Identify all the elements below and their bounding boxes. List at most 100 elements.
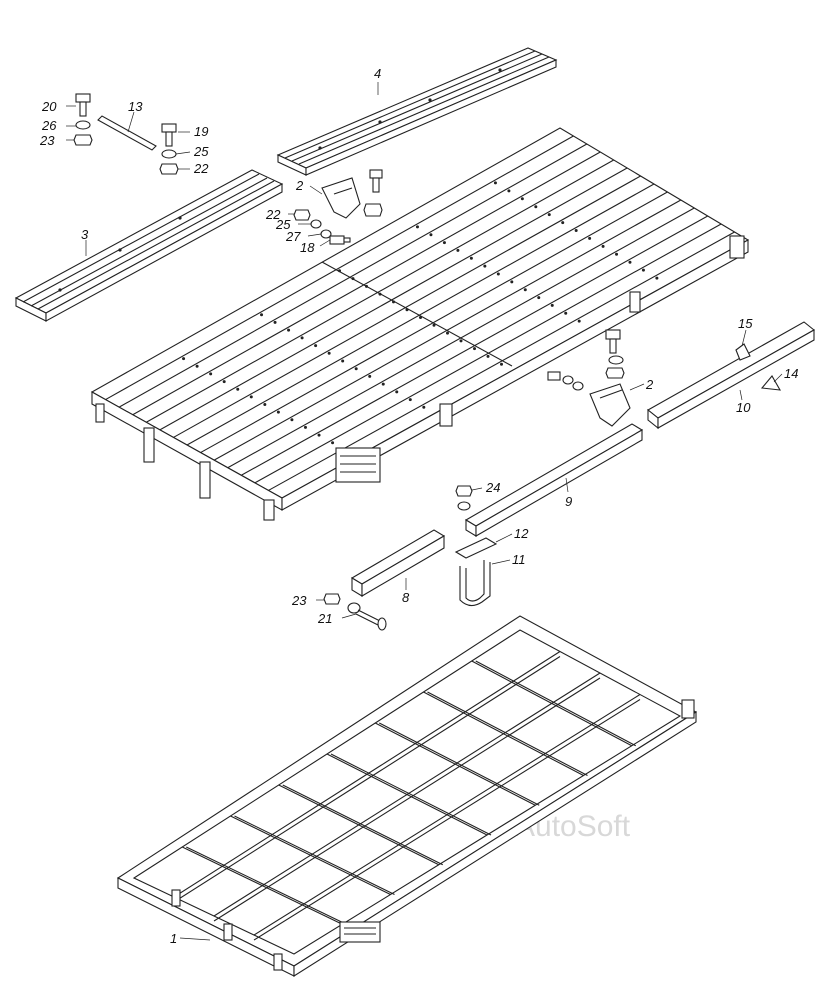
callout-labels: 20 26 23 13 19 25 22 4 2 22 25 27 18 3 1…	[39, 66, 798, 946]
bolt-hole	[317, 433, 321, 437]
bolt-hole	[601, 244, 605, 248]
bolt-hole	[327, 351, 331, 355]
bolt-hole	[300, 336, 304, 340]
bolt-hole	[483, 264, 487, 268]
drawing-line	[471, 660, 633, 747]
callout-25-mid: 25	[275, 217, 291, 232]
drawing-line	[200, 191, 668, 454]
drawing-line	[132, 151, 601, 416]
drawing-line	[186, 183, 655, 446]
callout-14: 14	[784, 366, 798, 381]
bolt-hole	[520, 197, 524, 201]
bolt-hole	[577, 319, 581, 323]
washer-25-mid	[310, 219, 322, 229]
callout-4: 4	[374, 66, 381, 81]
drawing-line	[475, 660, 637, 747]
callout-12: 12	[514, 526, 529, 541]
callout-18: 18	[300, 240, 315, 255]
callout-1: 1	[170, 931, 177, 946]
drawing-line	[374, 722, 536, 806]
callout-22-top: 22	[193, 161, 209, 176]
drawing-line	[330, 753, 492, 836]
callout-23-lower: 23	[291, 593, 307, 608]
bolt-hole	[314, 344, 318, 348]
drawing-line	[378, 722, 540, 806]
bolt-hole	[381, 382, 385, 386]
bolt-hole	[276, 410, 280, 414]
drawing-line	[427, 691, 588, 776]
floor-board-section-3	[14, 169, 284, 322]
bolt-hole	[537, 296, 541, 300]
drawing-line	[173, 656, 561, 903]
callout-8: 8	[402, 590, 410, 605]
washer-25-top	[161, 149, 177, 159]
bolt-18	[329, 235, 351, 245]
washer-26	[75, 120, 91, 130]
bolt-hole	[473, 347, 476, 351]
bolt-hole	[588, 236, 592, 240]
drawing-line	[423, 691, 584, 776]
callout-21: 21	[317, 611, 332, 626]
callout-22-mid: 22	[265, 207, 281, 222]
bolt-hole	[486, 354, 490, 358]
bolt-hole	[574, 229, 578, 232]
bolt-19	[161, 123, 177, 147]
drawing-line	[326, 753, 488, 836]
bolt-hole	[287, 328, 291, 332]
bolt-hole	[395, 390, 399, 394]
drawing-line	[173, 175, 641, 438]
drawing-line	[186, 846, 347, 925]
bolt-hole	[432, 323, 436, 327]
nut-22-top	[159, 163, 179, 175]
nut-23-lower	[323, 593, 341, 605]
bolt-hole	[263, 403, 267, 406]
plate-12	[454, 537, 498, 559]
bolt-hole	[303, 425, 307, 429]
bolt-hole	[429, 233, 433, 237]
bolt-hole	[368, 374, 372, 378]
leader-lines	[66, 82, 783, 941]
bolt-hole	[331, 441, 335, 445]
bolt-hole	[534, 205, 538, 209]
callout-23-top: 23	[39, 133, 55, 148]
bolt-hole	[550, 303, 554, 307]
callout-24: 24	[485, 480, 500, 495]
bolt-hole	[446, 331, 449, 335]
bolt-hole	[222, 380, 226, 384]
bolt-hole	[260, 313, 264, 317]
callout-15: 15	[738, 316, 753, 331]
callout-26: 26	[41, 118, 57, 133]
drawing-line	[234, 815, 395, 895]
bolt-hole	[510, 280, 514, 284]
drawing-line	[105, 135, 574, 401]
u-bolt-11	[459, 560, 491, 607]
bracket-15	[735, 343, 751, 361]
bolt-hole	[655, 276, 659, 280]
bracket-2-upper	[321, 169, 383, 219]
bolt-hole	[493, 181, 497, 185]
bolt-hole	[547, 213, 551, 217]
bolt-hole	[615, 252, 619, 256]
drawing-line	[146, 159, 614, 423]
bolt-hole	[641, 268, 645, 272]
bolt-21	[347, 602, 387, 631]
block-8	[350, 529, 446, 597]
bolt-hole	[249, 395, 253, 399]
bolt-hole	[195, 364, 199, 368]
nut-24	[455, 485, 473, 511]
bracket-14	[760, 375, 782, 391]
bolt-hole	[456, 248, 460, 252]
bolt-hole	[415, 225, 419, 229]
drawing-line	[253, 699, 641, 941]
bolt-hole	[500, 362, 503, 366]
drawing-line	[230, 815, 391, 895]
drawing-line	[278, 784, 439, 866]
drawing-line	[118, 143, 588, 408]
drawing-line	[182, 846, 343, 925]
callout-13: 13	[128, 99, 143, 114]
bolt-hole	[496, 272, 500, 276]
drawing-line	[282, 784, 443, 866]
callout-27: 27	[285, 229, 301, 244]
bolt-hole	[507, 189, 511, 193]
